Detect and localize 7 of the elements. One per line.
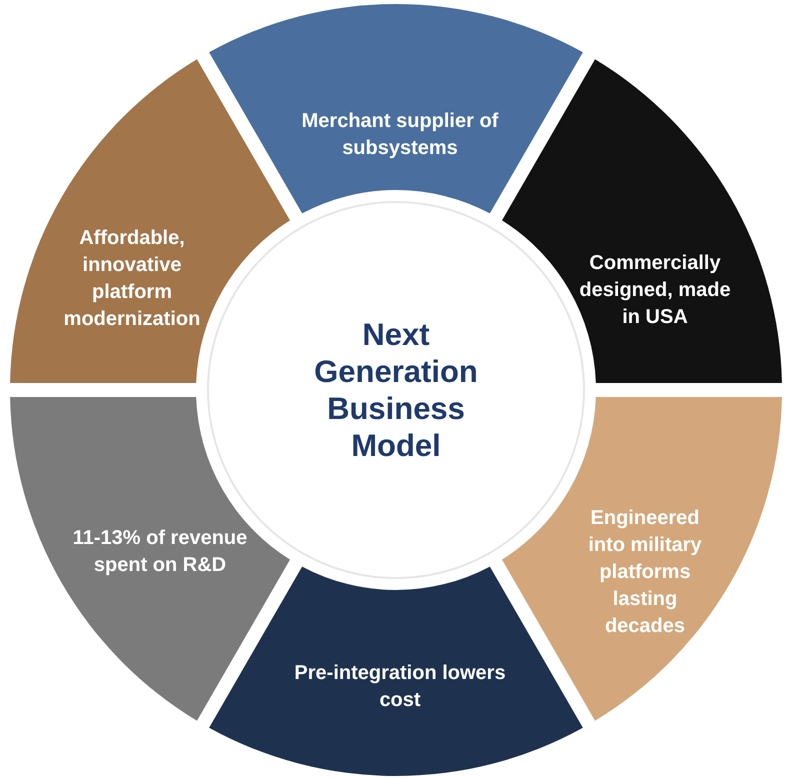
segment-label: Affordable, innovative platform modernization <box>62 226 202 332</box>
center-title: Next Generation Business Model <box>313 316 479 464</box>
segment-label: 11-13% of revenue spent on R&D <box>72 526 248 578</box>
segment-label: Commercially designed, made in USA <box>578 251 732 330</box>
segment-label: Pre-integration lowers cost <box>293 661 507 713</box>
segment-label: Merchant supplier of subsystems <box>300 109 500 161</box>
segment-label: Engineered into military platforms lasting decades <box>587 506 703 639</box>
